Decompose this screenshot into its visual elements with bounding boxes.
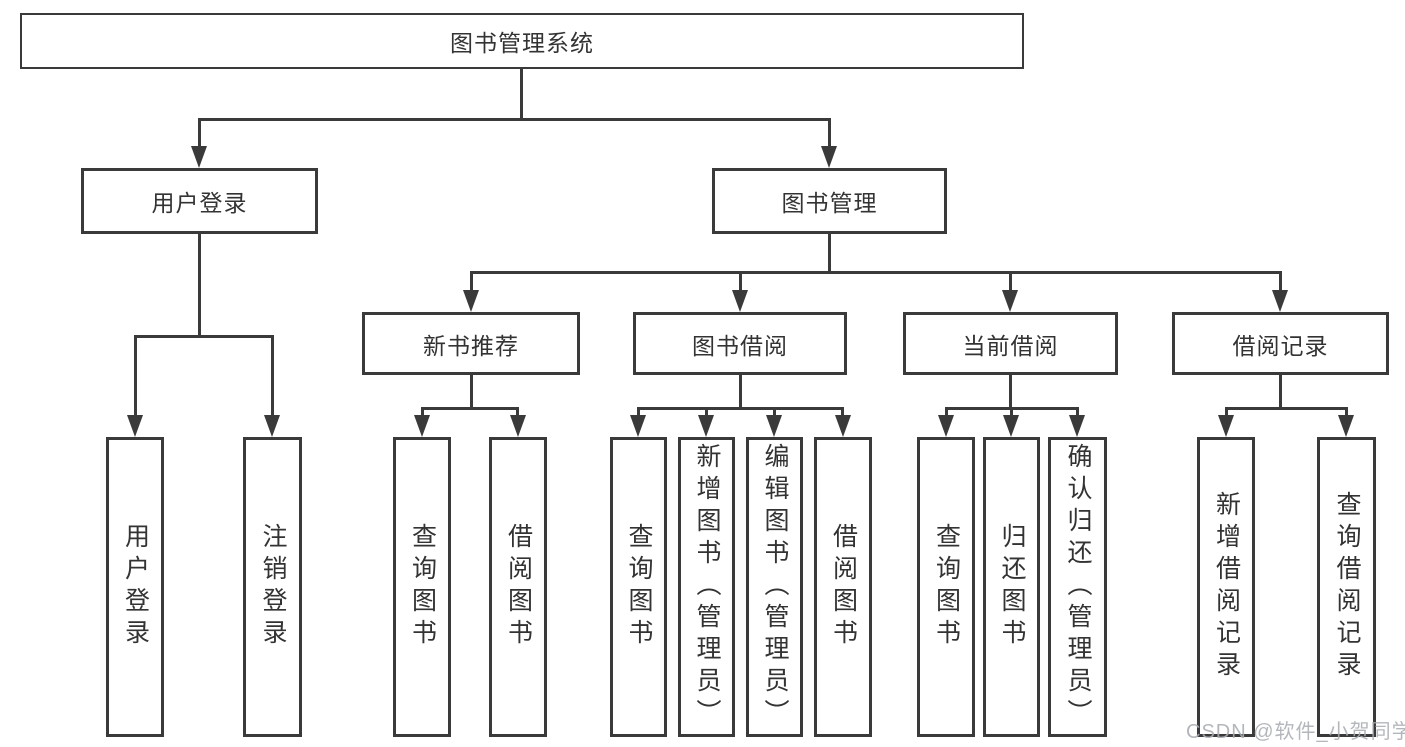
connector-line [198,118,201,150]
leaf-borrow-books-recommend: 借阅图书 [489,437,547,737]
connector-line [421,407,424,419]
node-new-book-recommend: 新书推荐 [362,312,580,375]
leaf-query-books-recommend: 查询图书 [393,437,451,737]
arrow-head [1002,290,1018,312]
node-label: 用户登录 [151,190,248,216]
arrow-head [1338,415,1354,437]
arrow-head [835,415,851,437]
node-label: 新书推荐 [423,332,519,359]
leaf-confirm-return-admin: 确认归还（管理员） [1048,437,1107,737]
node-borrow-records: 借阅记录 [1172,312,1389,375]
connector-line [1279,271,1282,294]
connector-line [1279,375,1282,407]
leaf-label: 查询图书 [408,523,437,651]
arrow-head [414,415,430,437]
connector-line [470,271,473,294]
connector-line [637,407,640,419]
connector-line [1076,407,1079,419]
connector-line [705,407,708,419]
connector-line [520,69,523,118]
leaf-label: 新增图书（管理员） [693,443,721,731]
leaf-query-books-borrow: 查询图书 [610,437,667,737]
node-book-management: 图书管理 [712,168,947,234]
leaf-borrow-books-borrow: 借阅图书 [814,437,872,737]
node-library-management-system: 图书管理系统 [20,13,1024,69]
arrow-head [191,146,207,168]
node-label: 当前借阅 [962,332,1059,359]
leaf-label: 新增借阅记录 [1212,491,1241,683]
connector-line [516,407,519,419]
leaf-return-book: 归还图书 [983,437,1040,737]
connector-line [828,118,831,150]
connector-line [198,118,830,121]
arrow-head [1069,415,1085,437]
connector-line [1345,407,1348,419]
leaf-label: 借阅图书 [504,523,533,651]
leaf-label: 用户登录 [121,523,150,651]
node-user-login: 用户登录 [81,168,318,234]
node-book-borrow: 图书借阅 [633,312,847,375]
arrow-head [732,290,748,312]
connector-line [637,407,844,410]
arrow-head [510,415,526,437]
leaf-add-book-admin: 新增图书（管理员） [678,437,735,737]
node-label: 图书管理系统 [450,30,594,56]
connector-line [271,335,274,419]
leaf-label: 归还图书 [998,523,1026,651]
connector-line [1009,271,1012,294]
arrow-head [938,415,954,437]
connector-line [421,407,519,410]
arrow-head [1272,290,1288,312]
node-label: 图书管理 [781,190,878,216]
arrow-head [630,415,646,437]
node-label: 借阅记录 [1232,332,1329,359]
connector-line [134,335,137,419]
connector-line [1225,407,1228,419]
arrow-head [821,146,837,168]
leaf-label: 借阅图书 [829,523,858,651]
leaf-add-borrow-record: 新增借阅记录 [1197,437,1255,737]
leaf-logout: 注销登录 [243,437,302,737]
connector-line [739,375,742,407]
connector-line [1009,375,1012,407]
connector-line [198,234,201,335]
node-current-borrow: 当前借阅 [903,312,1118,375]
connector-line [134,335,274,338]
csdn-watermark: CSDN @软件_小贺同学 [1186,721,1405,743]
leaf-label: 查询图书 [625,523,653,651]
connector-line [739,271,742,294]
arrow-head [766,415,782,437]
arrow-head [463,290,479,312]
leaf-edit-book-admin: 编辑图书（管理员） [746,437,803,737]
connector-line [945,407,948,419]
connector-line [828,234,831,271]
connector-line [470,375,473,407]
connector-line [470,271,1282,274]
arrow-head [127,415,143,437]
arrow-head [1003,415,1019,437]
leaf-user-login: 用户登录 [106,437,164,737]
node-label: 图书借阅 [692,332,788,359]
arrow-head [698,415,714,437]
leaf-label: 注销登录 [259,523,287,651]
leaf-label: 确认归还（管理员） [1064,443,1092,731]
leaf-query-books-current: 查询图书 [917,437,975,737]
connector-line [841,407,844,419]
leaf-label: 编辑图书（管理员） [761,443,789,731]
leaf-label: 查询借阅记录 [1333,491,1361,683]
arrow-head [264,415,280,437]
leaf-label: 查询图书 [932,523,961,651]
connector-line [1010,407,1013,419]
leaf-query-borrow-record: 查询借阅记录 [1317,437,1376,737]
arrow-head [1218,415,1234,437]
connector-line [1225,407,1348,410]
connector-line [773,407,776,419]
